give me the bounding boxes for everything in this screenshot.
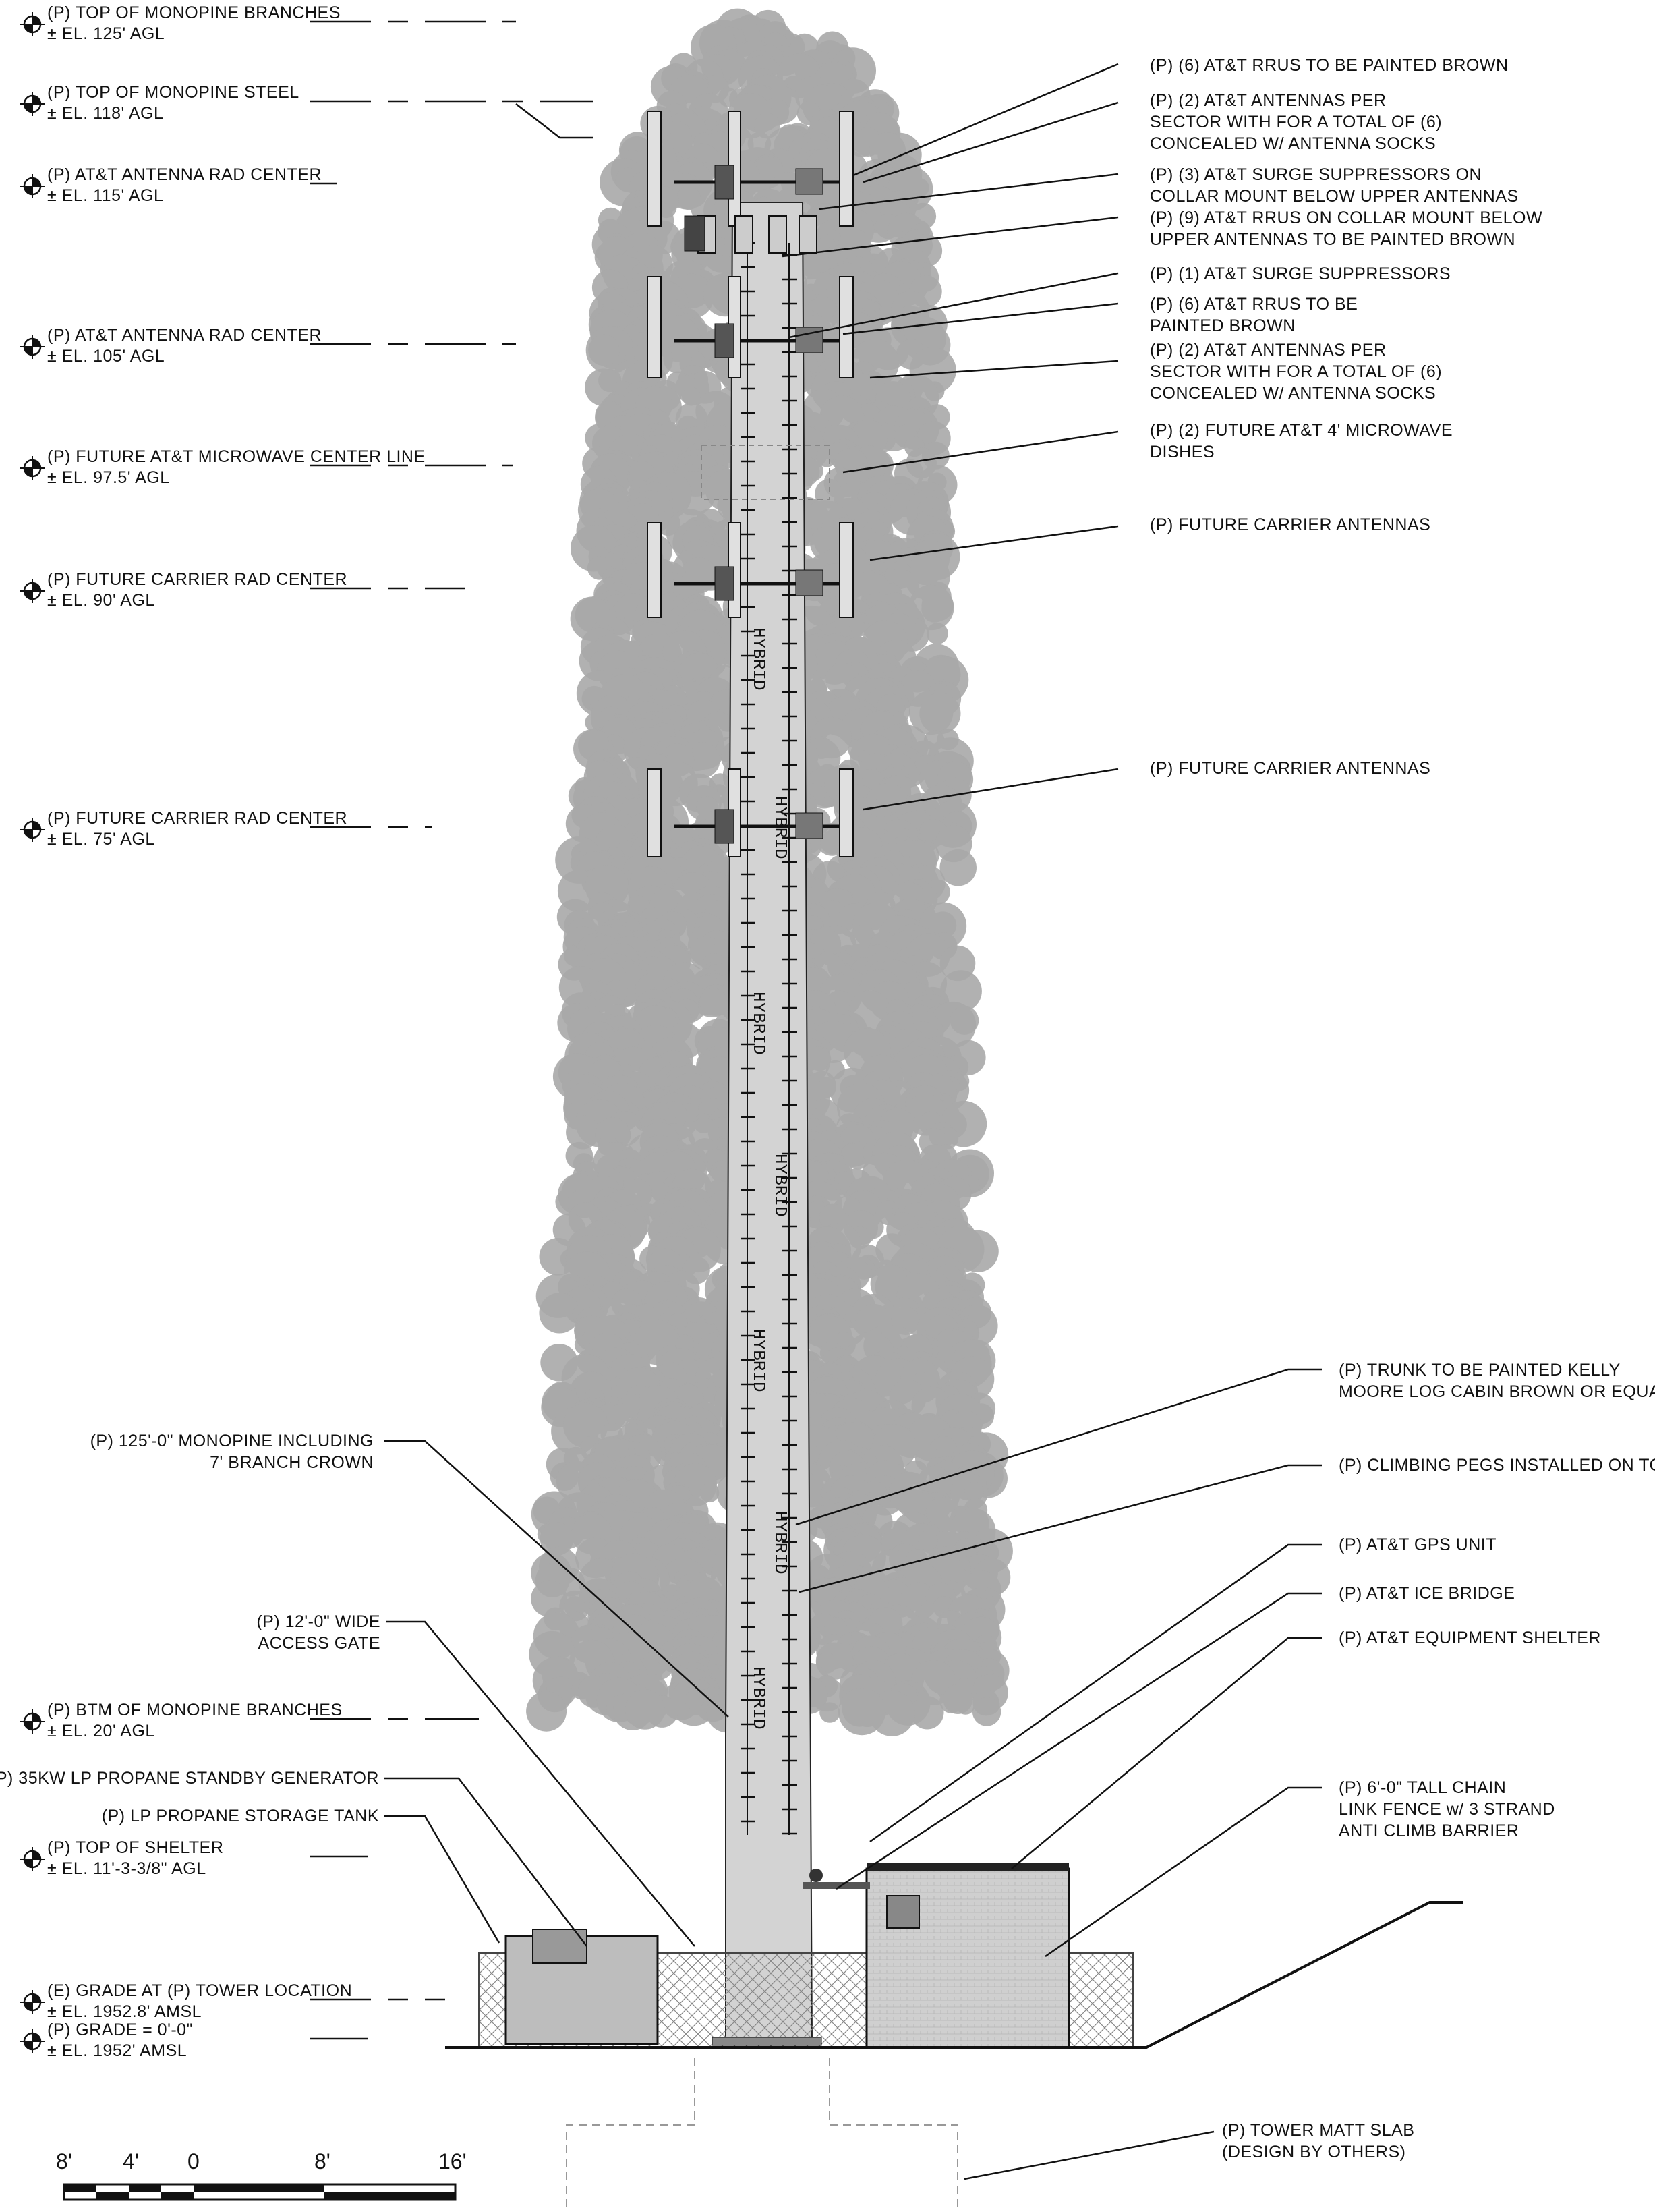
elevation-label: (P) AT&T ANTENNA RAD CENTER ± EL. 105' AG… bbox=[47, 325, 322, 367]
callout-future-carrier-antennas-75: (P) FUTURE CARRIER ANTENNAS bbox=[1150, 759, 1431, 778]
callout-rrus-collar-mount: (P) (9) AT&T RRUS ON COLLAR MOUNT BELOW … bbox=[1150, 208, 1543, 249]
callout-ice-bridge: (P) AT&T ICE BRIDGE bbox=[1339, 1584, 1515, 1603]
leader-lines bbox=[384, 63, 1322, 2180]
elevation-label: (P) GRADE = 0'-0" ± EL. 1952' AMSL bbox=[47, 2020, 193, 2062]
elevation-label-title: (P) AT&T ANTENNA RAD CENTER bbox=[47, 165, 322, 184]
elevation-label-title: (P) TOP OF MONOPINE STEEL bbox=[47, 83, 299, 102]
tower-base-plate bbox=[712, 2037, 822, 2046]
svg-text:HYBRID: HYBRID bbox=[749, 1666, 769, 1730]
climbing-pegs bbox=[741, 242, 797, 1835]
scale-label-4: 4' bbox=[123, 2149, 139, 2174]
callout-surge-suppressor-1: (P) (1) AT&T SURGE SUPPRESSORS bbox=[1150, 264, 1451, 283]
scale-label-16: 16' bbox=[438, 2149, 467, 2174]
elevation-label: (P) FUTURE AT&T MICROWAVE CENTER LINE ± E… bbox=[47, 447, 426, 488]
elevation-label: (P) BTM OF MONOPINE BRANCHES ± EL. 20' AG… bbox=[47, 1700, 343, 1742]
svg-text:HYBRID: HYBRID bbox=[749, 627, 769, 691]
elevation-label-value: ± EL. 105' AGL bbox=[47, 347, 165, 366]
elevation-label: (P) FUTURE CARRIER RAD CENTER ± EL. 90' A… bbox=[47, 569, 347, 611]
elevation-label-value: ± EL. 1952.8' AMSL bbox=[47, 2002, 202, 2021]
monopine-trunk bbox=[725, 202, 813, 2041]
callout-gps-unit: (P) AT&T GPS UNIT bbox=[1339, 1535, 1497, 1554]
callout-future-carrier-antennas-90: (P) FUTURE CARRIER ANTENNAS bbox=[1150, 515, 1431, 534]
callout-trunk-paint: (P) TRUNK TO BE PAINTED KELLY MOORE LOG … bbox=[1339, 1361, 1655, 1401]
callout-climbing-pegs: (P) CLIMBING PEGS INSTALLED ON TOWER bbox=[1339, 1456, 1655, 1475]
callout-monopine: (P) 125'-0" MONOPINE INCLUDING 7' BRANCH… bbox=[90, 1431, 374, 1472]
elevation-label-value: ± EL. 90' AGL bbox=[47, 591, 155, 610]
shelter-vent bbox=[886, 1895, 920, 1929]
elevation-label-title: (P) TOP OF MONOPINE BRANCHES bbox=[47, 3, 341, 22]
compound bbox=[445, 1863, 1463, 2212]
elevation-label-title: (P) GRADE = 0'-0" bbox=[47, 2020, 193, 2039]
elevation-label-value: ± EL. 125' AGL bbox=[47, 24, 165, 43]
svg-text:HYBRID: HYBRID bbox=[770, 1154, 790, 1217]
elevation-label: (P) TOP OF SHELTER ± EL. 11'-3-3/8" AGL bbox=[47, 1838, 223, 1879]
svg-text:HYBRID: HYBRID bbox=[770, 1511, 790, 1575]
tower-matt-slab bbox=[566, 2058, 958, 2212]
elevation-label-title: (P) TOP OF SHELTER bbox=[47, 1838, 224, 1857]
callout-rrus-lower: (P) (6) AT&T RRUS TO BE PAINTED BROWN bbox=[1150, 295, 1358, 335]
callout-microwave-dishes: (P) (2) FUTURE AT&T 4' MICROWAVE DISHES bbox=[1150, 421, 1453, 461]
gps-unit bbox=[809, 1869, 823, 1882]
callout-access-gate: (P) 12'-0" WIDE ACCESS GATE bbox=[256, 1612, 380, 1653]
scale-bar bbox=[63, 2183, 457, 2201]
elevation-label-value: ± EL. 118' AGL bbox=[47, 104, 164, 123]
hybrid-cable-labels: HYBRIDHYBRIDHYBRIDHYBRIDHYBRIDHYBRIDHYBR… bbox=[749, 627, 790, 1730]
elevation-label-value: ± EL. 97.5' AGL bbox=[47, 468, 170, 487]
scale-label-8-left: 8' bbox=[56, 2149, 72, 2174]
callout-equipment-shelter: (P) AT&T EQUIPMENT SHELTER bbox=[1339, 1628, 1601, 1647]
antenna-arrays bbox=[647, 111, 854, 857]
elevation-label: (P) TOP OF MONOPINE BRANCHES ± EL. 125' A… bbox=[47, 3, 341, 45]
ice-bridge bbox=[803, 1882, 870, 1889]
callout-surge-suppressors-3: (P) (3) AT&T SURGE SUPPRESSORS ON COLLAR… bbox=[1150, 165, 1519, 206]
callout-chain-link-fence: (P) 6'-0" TALL CHAIN LINK FENCE w/ 3 STR… bbox=[1339, 1778, 1555, 1840]
callout-generator: (P) 35KW LP PROPANE STANDBY GENERATOR bbox=[0, 1769, 379, 1788]
callout-antennas-lower: (P) (2) AT&T ANTENNAS PER SECTOR WITH FO… bbox=[1150, 341, 1443, 403]
elevation-label-value: ± EL. 115' AGL bbox=[47, 186, 164, 205]
elevation-label-title: (E) GRADE AT (P) TOWER LOCATION bbox=[47, 1981, 353, 2000]
elevation-label: (E) GRADE AT (P) TOWER LOCATION ± EL. 195… bbox=[47, 1981, 352, 2022]
elevation-label-title: (P) BTM OF MONOPINE BRANCHES bbox=[47, 1701, 343, 1720]
elevation-label: (P) FUTURE CARRIER RAD CENTER ± EL. 75' A… bbox=[47, 808, 347, 850]
elevation-label-title: (P) FUTURE CARRIER RAD CENTER bbox=[47, 809, 348, 828]
callout-antennas-upper: (P) (2) AT&T ANTENNAS PER SECTOR WITH FO… bbox=[1150, 91, 1443, 153]
callout-tower-matt-slab: (P) TOWER MATT SLAB (DESIGN BY OTHERS) bbox=[1222, 2121, 1415, 2161]
callout-propane-tank: (P) LP PROPANE STORAGE TANK bbox=[101, 1807, 379, 1825]
elevation-label-title: (P) FUTURE CARRIER RAD CENTER bbox=[47, 570, 348, 589]
scale-label-8: 8' bbox=[314, 2149, 330, 2174]
elevation-label: (P) TOP OF MONOPINE STEEL ± EL. 118' AGL bbox=[47, 82, 299, 124]
elevation-label-title: (P) FUTURE AT&T MICROWAVE CENTER LINE bbox=[47, 447, 426, 466]
elevation-label-value: ± EL. 1952' AMSL bbox=[47, 2041, 187, 2060]
elevation-markers bbox=[20, 12, 593, 2053]
elevation-label-value: ± EL. 75' AGL bbox=[47, 830, 155, 849]
callout-rrus-brown: (P) (6) AT&T RRUS TO BE PAINTED BROWN bbox=[1150, 56, 1509, 75]
svg-text:HYBRID: HYBRID bbox=[749, 1329, 769, 1392]
svg-text:HYBRID: HYBRID bbox=[749, 992, 769, 1055]
elevation-label-value: ± EL. 11'-3-3/8" AGL bbox=[47, 1859, 206, 1878]
scale-label-0: 0 bbox=[187, 2149, 200, 2174]
elevation-label-title: (P) AT&T ANTENNA RAD CENTER bbox=[47, 326, 322, 345]
grade-line bbox=[445, 1901, 1463, 2049]
microwave-dish-mount bbox=[701, 445, 830, 500]
elevation-label: (P) AT&T ANTENNA RAD CENTER ± EL. 115' AG… bbox=[47, 165, 322, 206]
elevation-label-value: ± EL. 20' AGL bbox=[47, 1722, 155, 1740]
